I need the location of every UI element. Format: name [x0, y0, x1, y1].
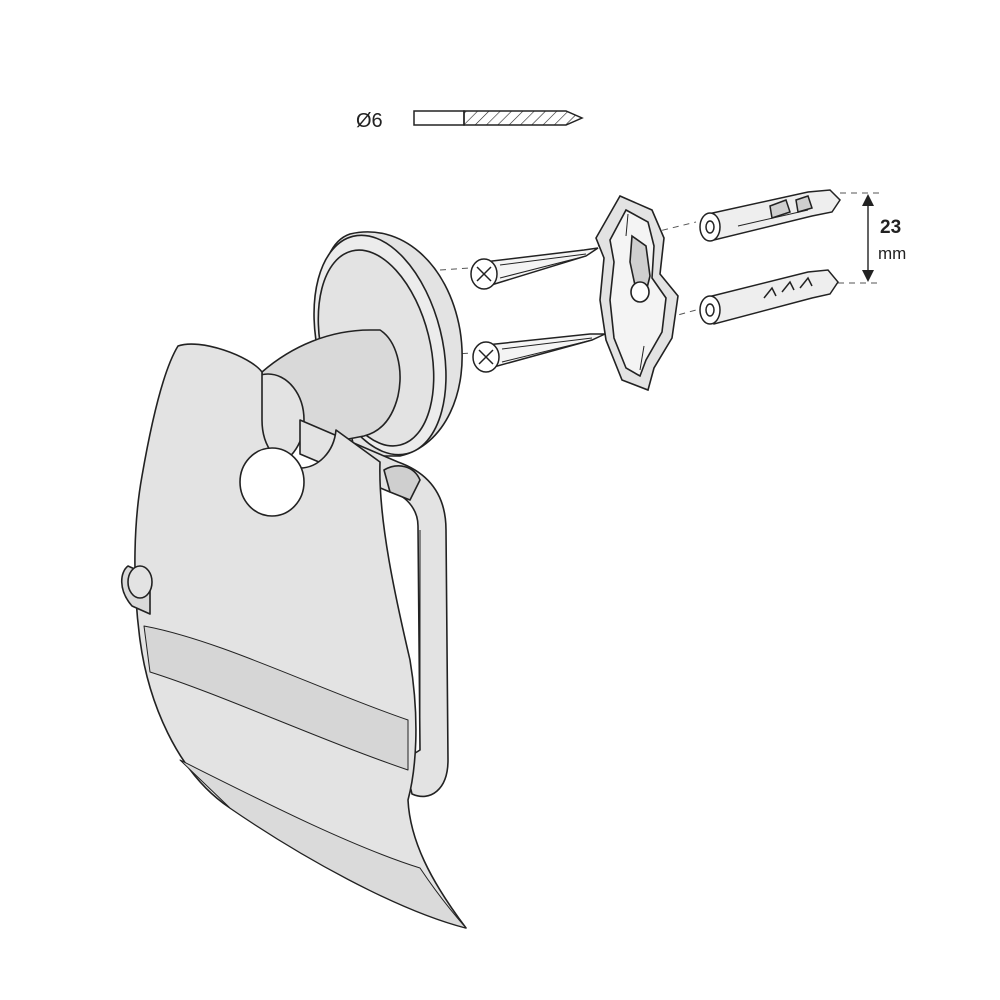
drill-size-label: Ø6 — [356, 110, 383, 132]
dimension-23mm: 23 mm — [862, 194, 906, 282]
drill-bit-icon — [413, 110, 584, 126]
toilet-paper-holder — [120, 231, 467, 929]
screw-upper — [470, 247, 599, 290]
dimension-unit: mm — [878, 244, 906, 263]
roll-rod — [299, 419, 449, 798]
cover-side-tab — [120, 565, 153, 615]
wall-plug-lower — [699, 269, 839, 325]
wall-plug-upper — [699, 189, 841, 242]
mounting-bracket — [595, 194, 679, 392]
dimension-value: 23 — [880, 217, 901, 238]
holder-cover — [134, 343, 467, 929]
screw-lower — [472, 333, 606, 373]
drill-bit-diagram: Ø6 — [356, 110, 584, 132]
